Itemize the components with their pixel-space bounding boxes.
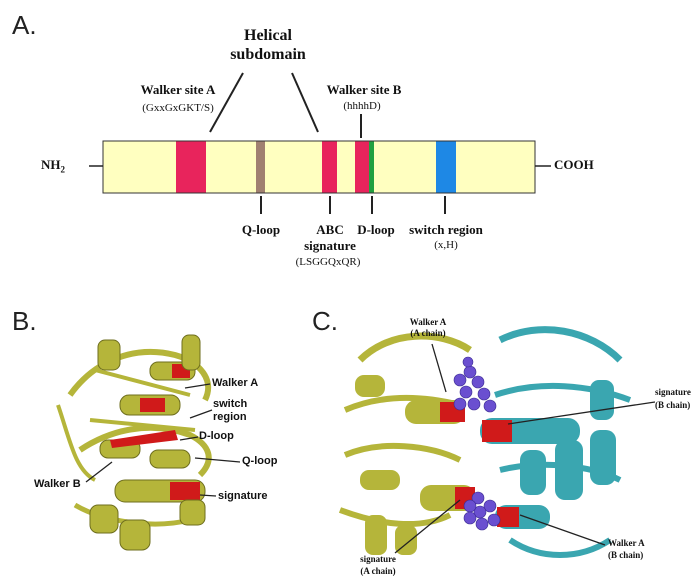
c-signature-b-2: (B chain) [655, 400, 691, 410]
abc-label-line1: ABC [316, 222, 344, 237]
d-loop-segment [369, 141, 374, 193]
n-terminus-label: NH2 [41, 157, 65, 175]
c-walker-a-a-2: (A chain) [410, 328, 446, 338]
b-walker-b-label: Walker B [34, 478, 81, 490]
c-walker-a-a-1: Walker A [409, 317, 447, 327]
b-d-loop-label: D-loop [199, 430, 234, 442]
c-signature-a-1: signature [360, 554, 396, 564]
b-walker-a-label: Walker A [212, 377, 259, 389]
walker-b-motif: (hhhhD) [343, 100, 381, 112]
b-q-loop-label: Q-loop [242, 455, 278, 467]
domain-bar [102, 140, 536, 194]
walker-b-segment [355, 141, 369, 193]
b-switch-label-1: switch [213, 398, 248, 410]
structure-b-ribbon [56, 334, 212, 551]
c-signature-b-1: signature [655, 387, 691, 397]
helical-title-line2: subdomain [230, 46, 306, 63]
abc-motif: (LSGGQxQR) [295, 256, 361, 268]
walker-a-title: Walker site A [140, 82, 216, 97]
structure-c-chain-a [338, 332, 475, 555]
atp-spheres-top [453, 356, 497, 413]
walker-a-motif: (GxxGxGKT/S) [142, 102, 214, 114]
q-loop-segment [256, 141, 265, 193]
abc-label-line2: signature [304, 238, 356, 253]
panel-label-a: A. [12, 10, 37, 40]
switch-segment [436, 141, 456, 193]
c-walker-a-b-1: Walker A [608, 538, 645, 548]
q-loop-label: Q-loop [241, 222, 281, 237]
panel-label-b: B. [12, 306, 37, 336]
switch-region-label: switch region [409, 222, 483, 237]
structure-c-chain-b [480, 326, 632, 558]
walker-b-title: Walker site B [326, 82, 402, 97]
atp-spheres-bottom [463, 491, 501, 531]
panel-label-c: C. [312, 306, 338, 336]
c-walker-a-b-2: (B chain) [608, 550, 644, 560]
b-switch-label-2: region [213, 411, 247, 423]
c-terminus-label: COOH [554, 157, 594, 172]
abc-signature-segment [322, 141, 337, 193]
switch-region-motif: (x,H) [434, 239, 458, 251]
b-signature-label: signature [218, 490, 268, 502]
walker-a-segment [176, 141, 206, 193]
d-loop-label: D-loop [357, 222, 395, 237]
helical-title-line1: Helical [244, 27, 292, 44]
c-signature-a-2: (A chain) [360, 566, 396, 576]
